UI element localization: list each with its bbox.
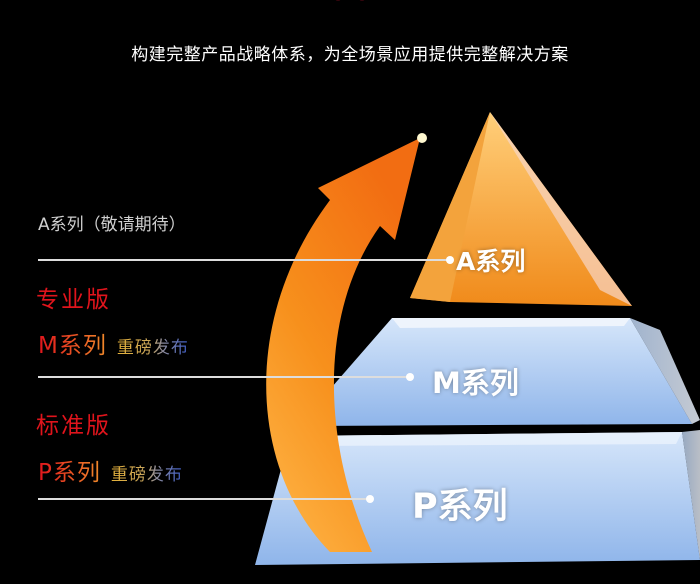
pyramid-middle-label: M系列: [432, 366, 519, 400]
subtitle: 构建完整产品战略体系，为全场景应用提供完整解决方案: [131, 45, 569, 65]
m-series-row: M系列重磅发布: [38, 326, 189, 360]
standard-edition-label: 标准版: [36, 413, 111, 439]
p-launch-label: 重磅发布: [110, 465, 183, 485]
p-series-label: P系列: [38, 460, 101, 486]
p-series-dot: [366, 495, 374, 503]
m-series-dot: [406, 373, 414, 381]
pyramid-middle-tier: [298, 318, 700, 426]
a-series-dot: [446, 256, 454, 264]
m-series-divider: [38, 376, 408, 378]
pyramid-bottom-label: P系列: [412, 487, 508, 527]
m-launch-label: 重磅发布: [116, 338, 189, 358]
p-series-divider: [38, 498, 368, 500]
growth-arrow: [266, 138, 420, 552]
pyramid-top-label: A系列: [456, 247, 526, 276]
m-series-label: M系列: [38, 333, 107, 359]
pyramid-bottom-tier: [255, 430, 700, 565]
sparkle-icon: [417, 133, 427, 143]
pro-edition-label: 专业版: [36, 287, 111, 313]
p-series-row: P系列重磅发布: [38, 453, 183, 487]
a-series-divider: [38, 259, 448, 261]
a-series-label: A系列（敬请期待）: [38, 215, 186, 235]
pyramid-top-tier: [410, 112, 632, 306]
